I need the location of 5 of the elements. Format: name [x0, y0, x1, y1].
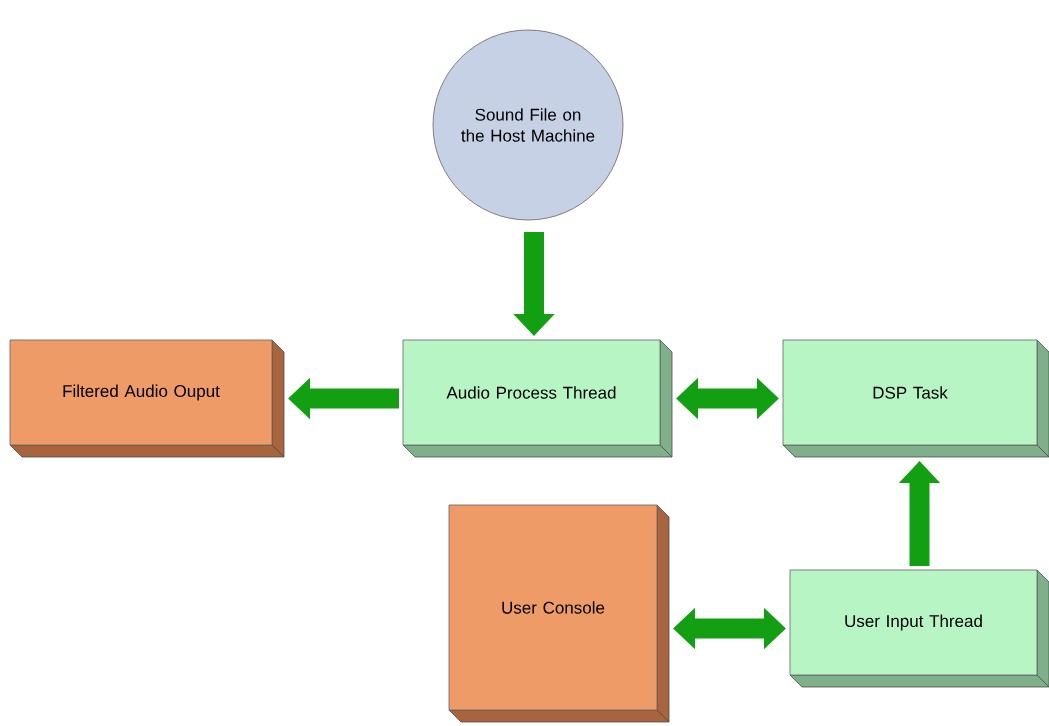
block-box: User Input Thread: [789, 569, 1049, 688]
block-box: Audio Process Thread: [402, 339, 673, 458]
block-box: Filtered Audio Ouput: [9, 339, 285, 458]
block-box: DSP Task: [782, 339, 1049, 458]
block-box: User Console: [448, 504, 670, 723]
